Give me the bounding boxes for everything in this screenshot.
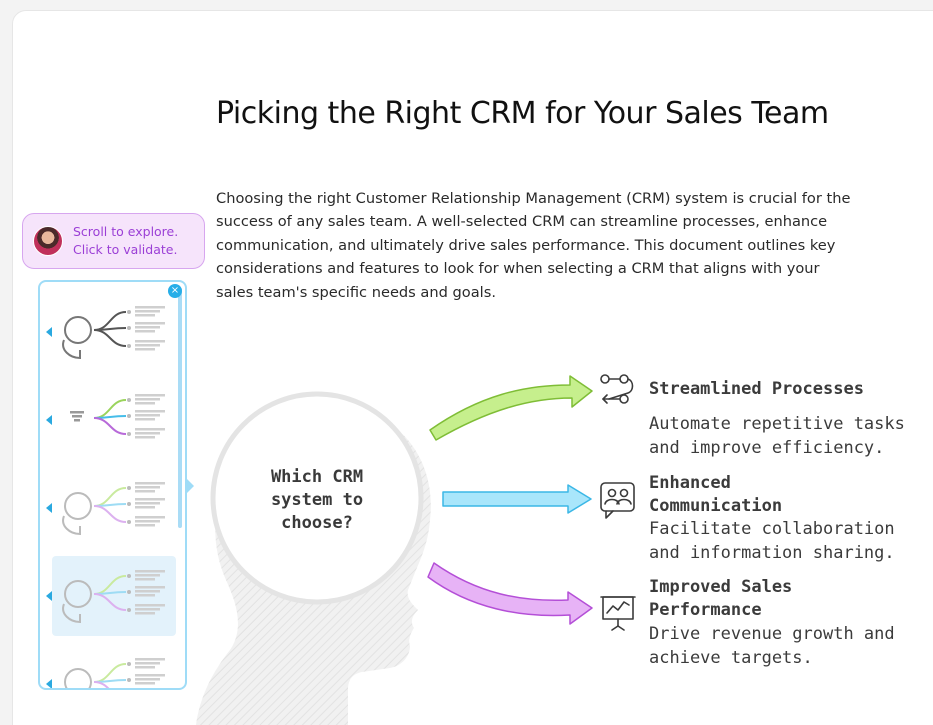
item-performance-description: Drive revenue growth and achieve targets… <box>649 624 895 668</box>
variant-thumbnail-list[interactable] <box>38 280 187 690</box>
thumbnail-selected-highlight <box>52 556 176 636</box>
thumbnail-caret <box>46 503 52 513</box>
thumbnail-caret <box>46 679 52 688</box>
item-communication-title: Enhanced Communication <box>649 473 783 516</box>
center-question-line-1: Which CRM <box>270 467 364 487</box>
center-question: Which CRM system to choose? <box>234 466 400 535</box>
thumbnail-scrollbar[interactable] <box>178 288 182 528</box>
center-question-line-3: choose? <box>281 513 353 533</box>
explore-tooltip: Scroll to explore. Click to validate. <box>22 213 205 269</box>
thumbnail-item[interactable] <box>46 570 165 624</box>
item-streamlined-description: Automate repetitive tasks and improve ef… <box>649 414 905 458</box>
item-streamlined-title: Streamlined Processes <box>649 379 864 399</box>
thumbnail-caret <box>46 327 52 337</box>
thumbnail-caret <box>46 415 52 425</box>
avatar <box>33 226 63 256</box>
page-title: Picking the Right CRM for Your Sales Tea… <box>216 96 829 131</box>
item-performance-title: Improved Sales Performance <box>649 577 793 620</box>
tooltip-line-2: Click to validate. <box>73 242 178 257</box>
thumbnail-item[interactable] <box>46 482 165 536</box>
close-icon[interactable]: × <box>168 284 182 298</box>
tooltip-line-1: Scroll to explore. <box>73 224 179 239</box>
thumbnail-caret <box>46 591 52 601</box>
center-question-line-2: system to <box>270 490 364 510</box>
thumbnail-item[interactable] <box>46 658 165 690</box>
thumbnail-item[interactable] <box>46 394 165 439</box>
thumbnail-item[interactable] <box>46 306 165 360</box>
thumbnail-previews <box>46 306 165 690</box>
sidebar-pointer-caret <box>187 479 194 493</box>
item-communication-description: Facilitate collaboration and information… <box>649 519 895 563</box>
tooltip-text: Scroll to explore. Click to validate. <box>73 223 178 259</box>
intro-paragraph: Choosing the right Customer Relationship… <box>216 190 851 301</box>
